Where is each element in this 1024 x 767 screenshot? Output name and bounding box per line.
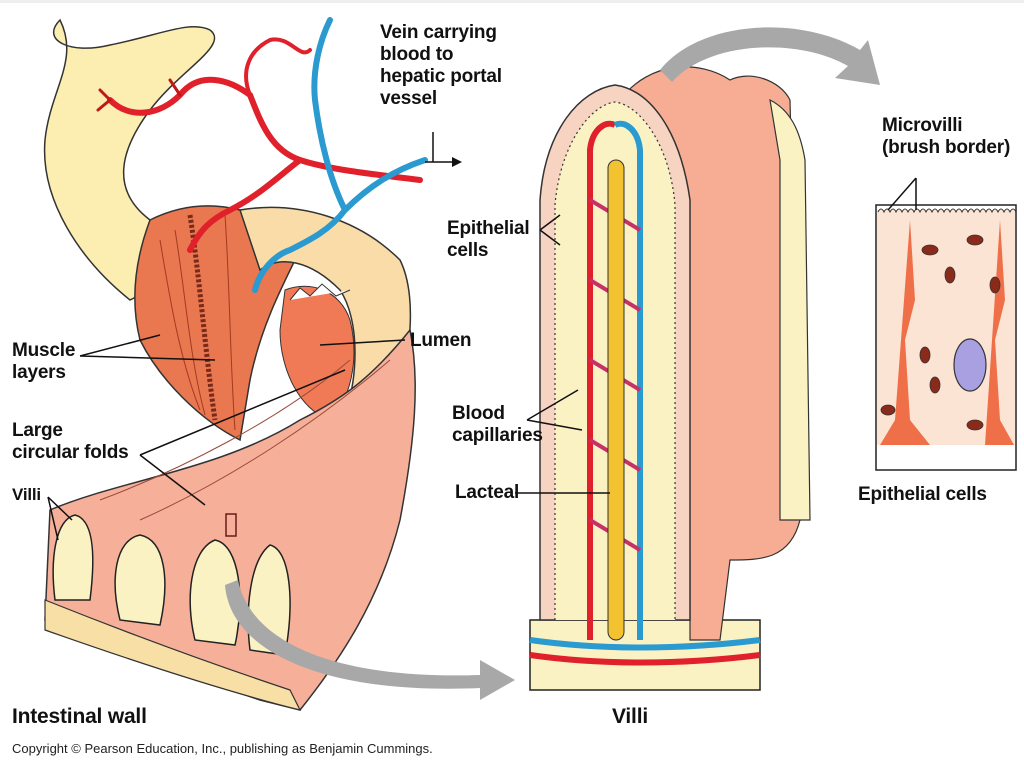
- capillary-artery: [587, 120, 617, 640]
- label-blood-capillaries: Blood capillaries: [452, 403, 543, 446]
- panel-title-epithelial-cells: Epithelial cells: [858, 484, 987, 505]
- panel-title-villi: Villi: [612, 705, 648, 728]
- vein-branch: [252, 17, 428, 293]
- intestine-tube: [43, 18, 416, 711]
- top-border: [0, 0, 1024, 3]
- label-lacteal: Lacteal: [455, 482, 520, 503]
- villus-base-block: [529, 619, 761, 691]
- mitochondria: [880, 234, 1001, 431]
- villus-block: [529, 66, 811, 691]
- submucosa-layer: [44, 599, 302, 711]
- lacteal: [607, 159, 625, 641]
- mesenteric-vessels: [96, 17, 428, 293]
- epithelial-cell-panel: [875, 204, 1017, 471]
- panel-title-intestinal-wall: Intestinal wall: [12, 705, 147, 728]
- zoom-arrow-to-villi: [225, 580, 515, 700]
- vein-arrow-head: [452, 157, 462, 167]
- intestine-outer-tube: [43, 18, 216, 301]
- nucleus: [953, 338, 987, 392]
- label-villi-small: Villi: [12, 485, 41, 504]
- villus-highlight-box: [225, 513, 237, 537]
- microvilli-border: [877, 208, 1017, 214]
- label-muscle-layers: Muscle layers: [12, 340, 76, 383]
- label-microvilli: Microvilli (brush border): [882, 115, 1011, 158]
- leader-lines: [47, 132, 917, 541]
- copyright-notice: Copyright © Pearson Education, Inc., pub…: [12, 741, 433, 756]
- label-large-circular-folds: Large circular folds: [12, 420, 129, 463]
- label-epithelial-cells-villus: Epithelial cells: [447, 218, 530, 261]
- label-lumen: Lumen: [410, 330, 472, 351]
- label-vein-to-hepatic-portal: Vein carrying blood to hepatic portal ve…: [380, 22, 502, 109]
- capillary-vein: [613, 120, 643, 640]
- zoom-arrow-to-cells: [660, 27, 880, 85]
